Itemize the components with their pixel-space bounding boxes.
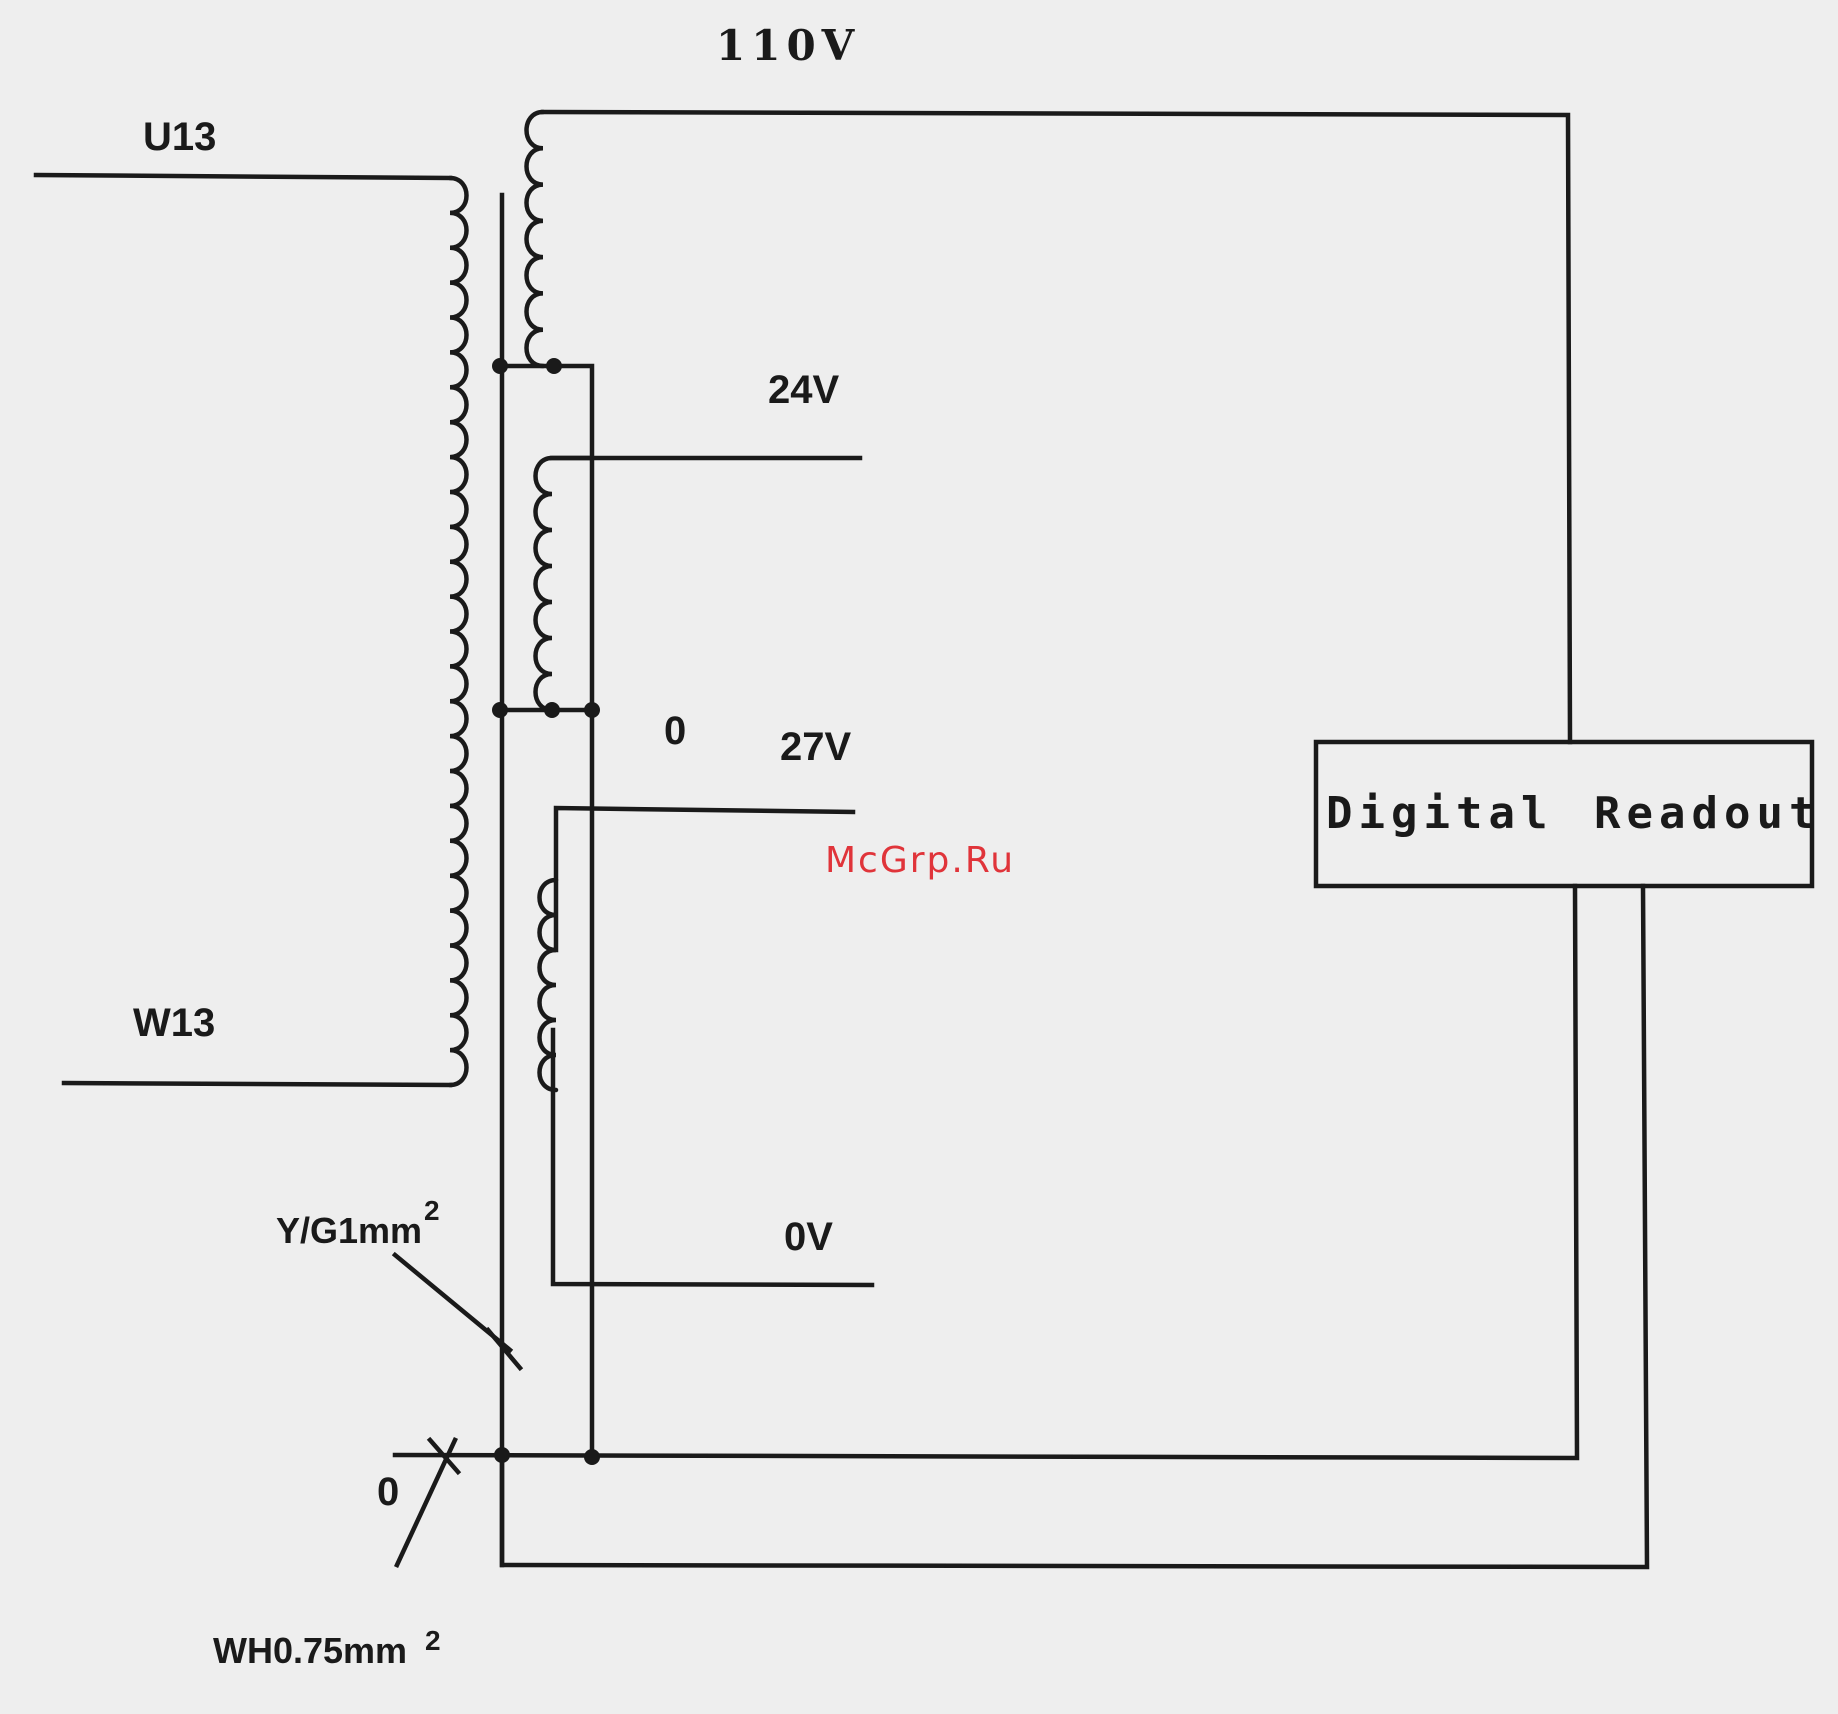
wire-w13-input (64, 1083, 450, 1085)
label-w13: W13 (133, 1001, 215, 1045)
secondary-coil-24v (536, 458, 593, 710)
watermark: McGrp.Ru (825, 840, 1015, 881)
label-yg-wire-sup: 2 (424, 1195, 440, 1226)
label-110v: 110V (716, 21, 860, 70)
wire-27v-output (556, 808, 853, 950)
junction-dot (494, 1447, 510, 1463)
junction-dot (492, 358, 508, 374)
label-24v: 24V (768, 368, 839, 412)
label-zero-ground: 0 (377, 1470, 399, 1514)
wire-ground-bus (395, 886, 1577, 1458)
primary-coil (450, 178, 467, 1085)
label-27v: 27V (780, 725, 851, 769)
label-u13: U13 (143, 115, 216, 159)
secondary-coil-110v (527, 112, 544, 366)
label-0v: 0V (784, 1215, 833, 1259)
wire-110v (543, 112, 1570, 742)
junction-dot (584, 702, 600, 718)
label-yg-wire: Y/G1mm (276, 1210, 422, 1251)
readout-label-readout: Readout (1594, 788, 1821, 839)
junction-dot (544, 702, 560, 718)
readout-label-digital: Digital (1326, 788, 1553, 839)
label-zero-mid: 0 (664, 709, 686, 753)
label-wh-wire: WH0.75mm (213, 1630, 407, 1671)
junction-dot (492, 702, 508, 718)
junction-dot (546, 358, 562, 374)
wire-u13-input (36, 175, 450, 178)
label-wh-wire-sup: 2 (425, 1625, 441, 1656)
junction-dot (584, 1449, 600, 1465)
wire-return (502, 886, 1647, 1567)
